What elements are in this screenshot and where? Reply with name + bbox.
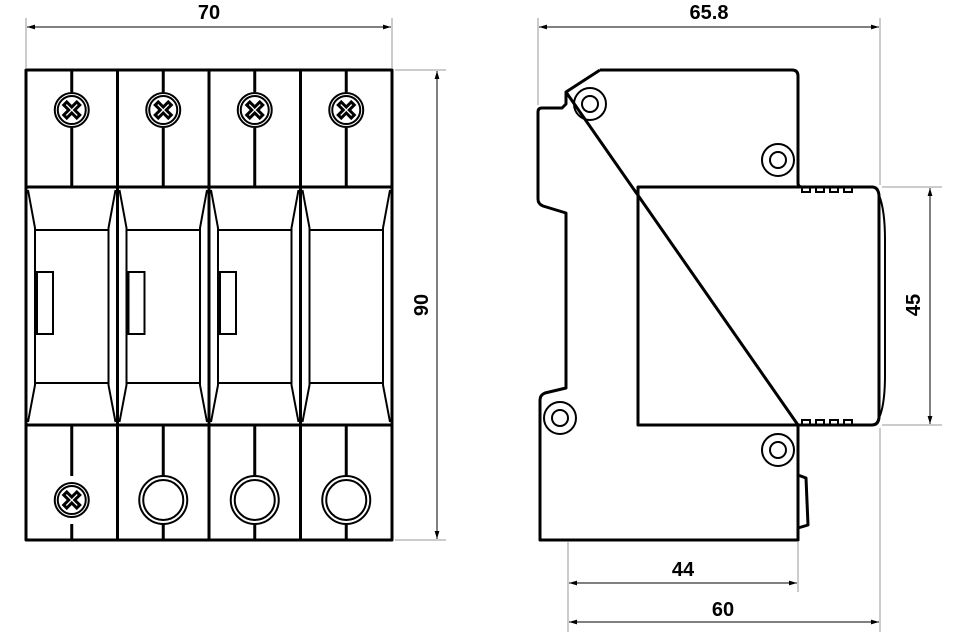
side-dimensions: 65.8 45 44 60 [537,2,942,632]
terminal-screw-icon [53,91,91,129]
height-dimension-label: 90 [411,294,433,316]
depth-dimension-label: 65.8 [690,2,729,24]
width-dimension-label: 70 [198,2,220,24]
terminal-hole-icon [321,475,372,525]
vent-teeth [801,186,853,426]
front-view [24,68,394,542]
rail-depth-dimension-label: 44 [672,559,695,581]
terminal-hole-icon [138,475,189,525]
rivet-holes [543,87,795,467]
terminal-screw-icon [53,481,91,519]
terminal-screw-icon [236,91,274,129]
terminal-screw-icon [327,91,365,129]
status-window [127,271,146,335]
front-cover [636,185,881,427]
status-window [219,271,237,335]
terminal-screw-icon [144,91,182,129]
side-body-outline [536,68,803,542]
status-window [36,271,54,335]
terminal-hole-icon [229,475,280,525]
side-view [536,68,886,542]
front-height-dimension-label: 45 [903,294,925,316]
front-dimensions: 70 90 [25,2,446,541]
overall-depth-dimension-label: 60 [712,599,734,621]
